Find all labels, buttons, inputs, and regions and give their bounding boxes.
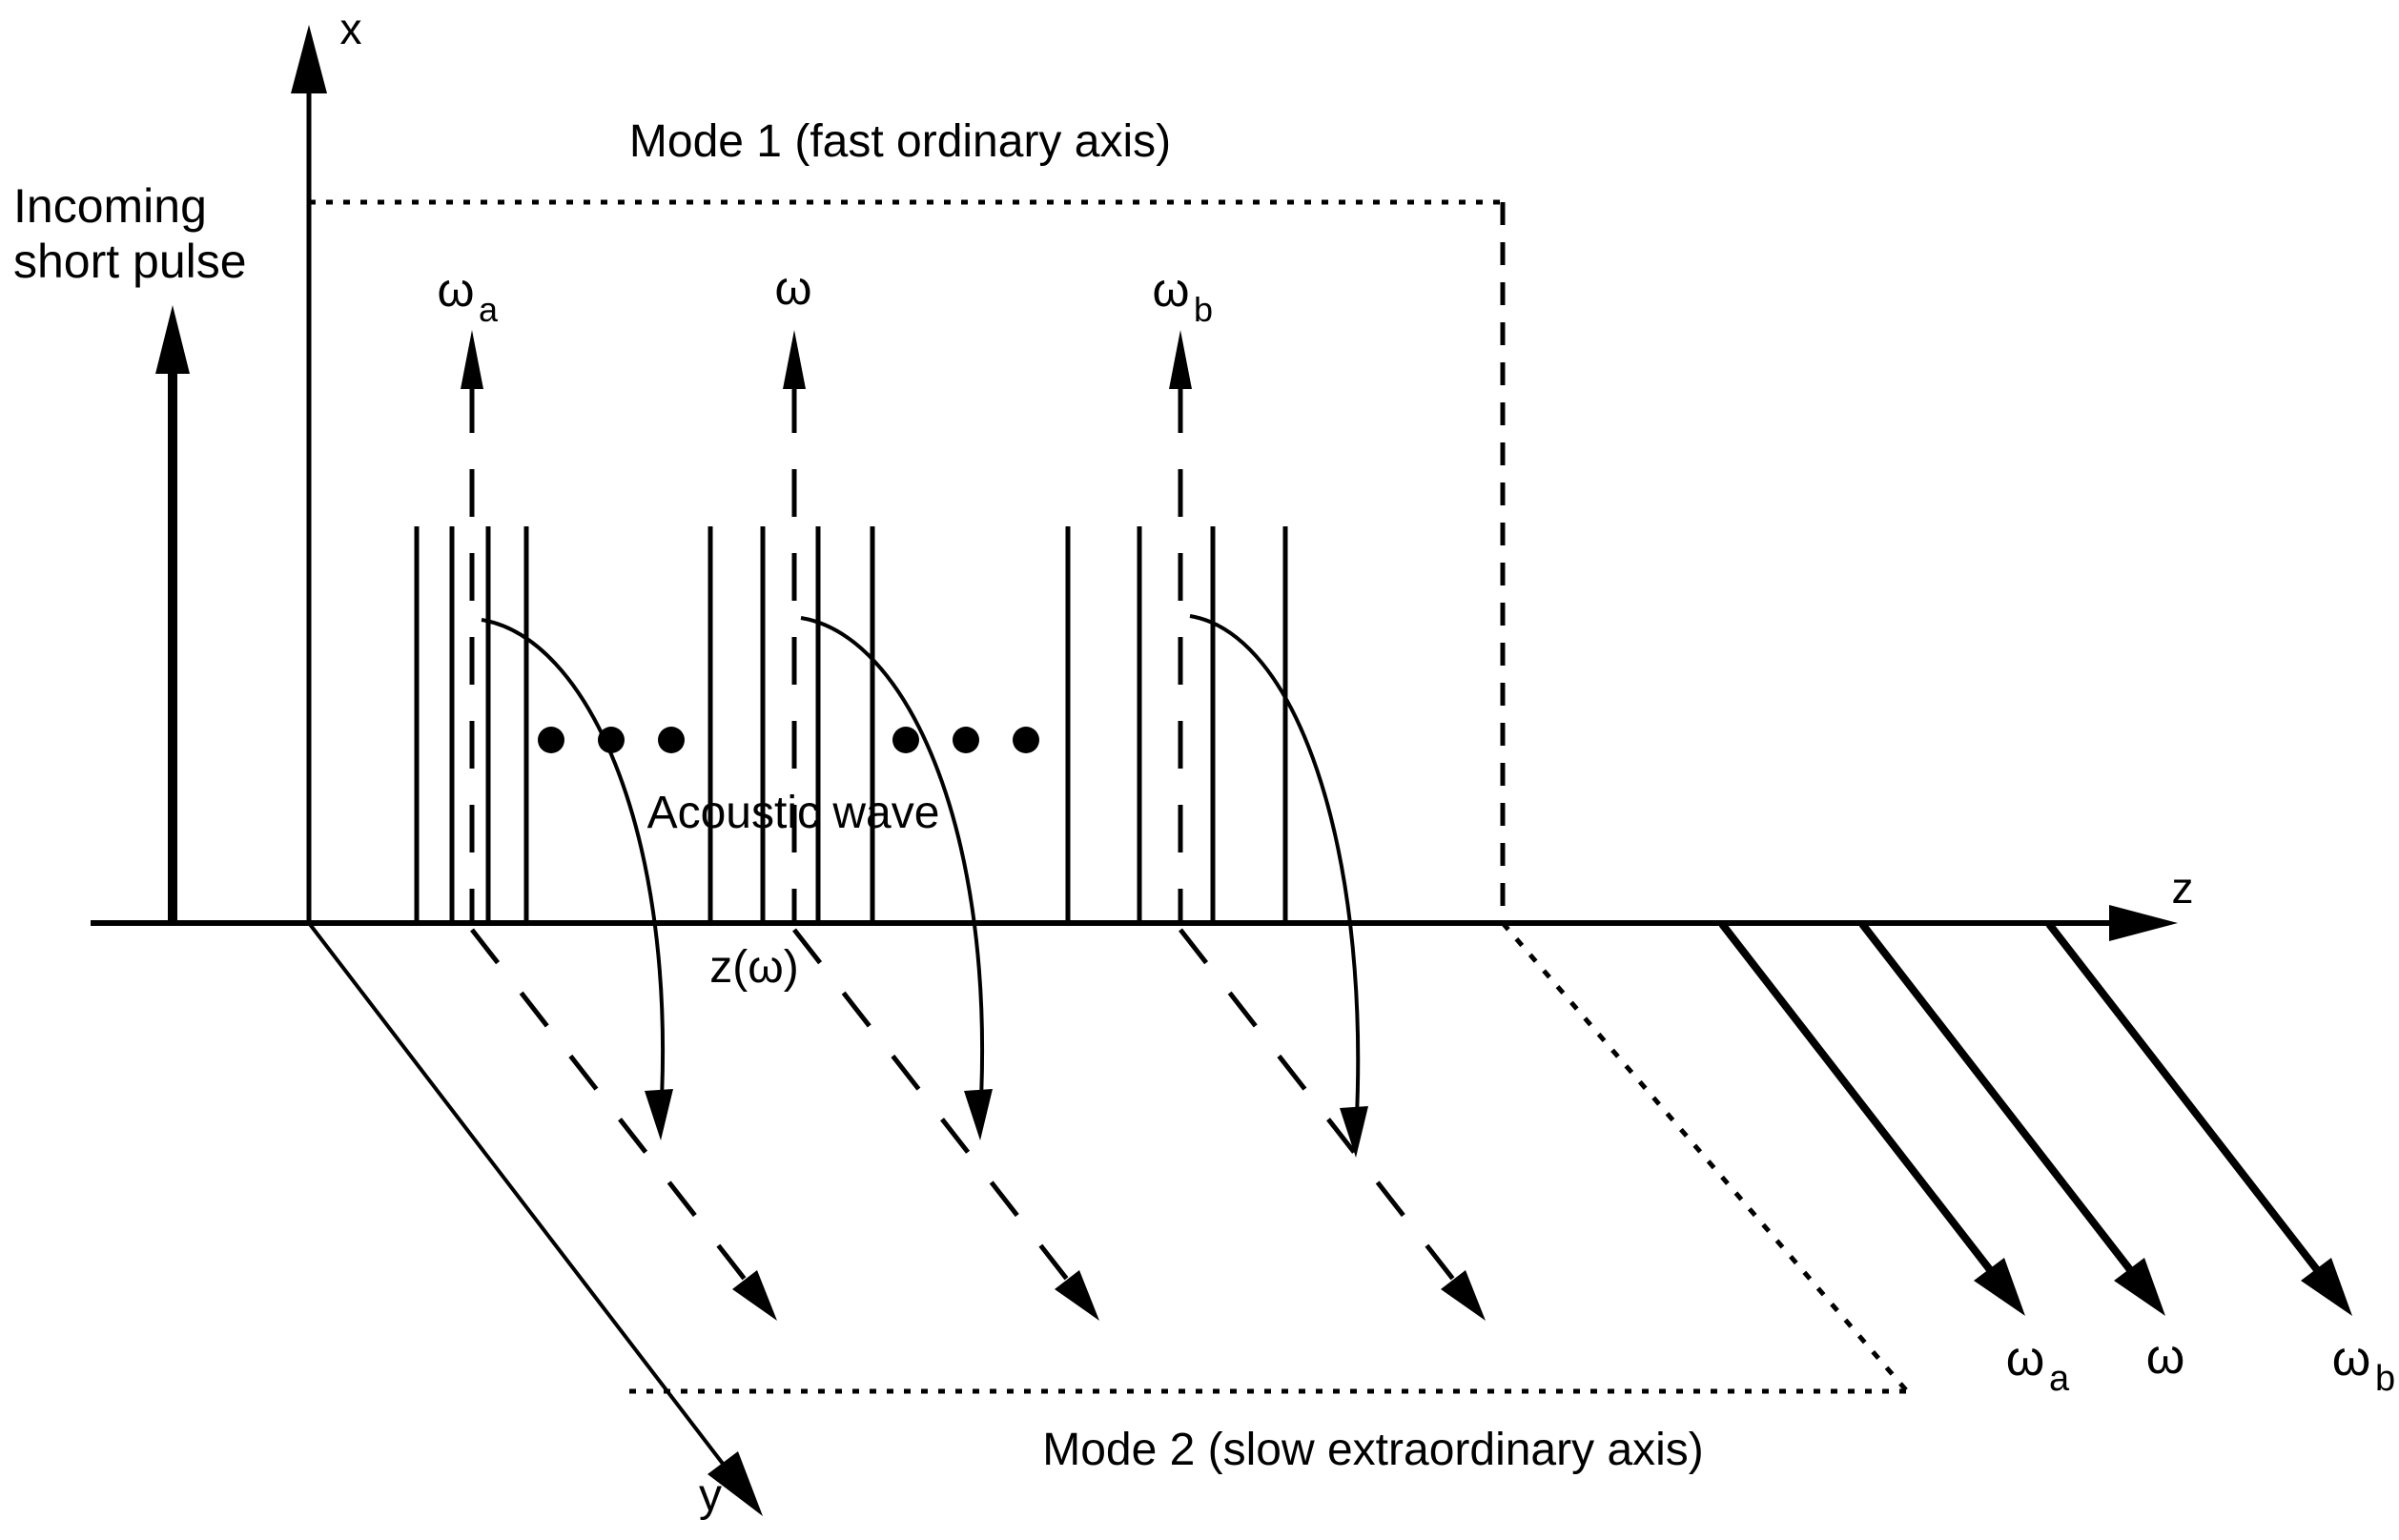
coupling-curve-omega-a — [481, 618, 673, 1140]
diagonal-arrowhead-icon — [732, 1270, 777, 1321]
output-arrow-shaft — [1718, 921, 2001, 1283]
coupling-curve — [481, 618, 665, 1099]
up-arrowhead-icon — [783, 330, 806, 389]
y-axis-line — [307, 921, 734, 1478]
y-axis-label: y — [699, 1470, 722, 1521]
diagonal-arrowhead-icon — [1055, 1270, 1099, 1321]
mode1-component-omega-b: ω b — [1152, 263, 1213, 923]
incoming-pulse-label-line1: Incoming — [13, 179, 207, 233]
mode1-component-omega: ω — [774, 261, 812, 923]
acoustic-grating-cluster-3 — [1065, 526, 1288, 923]
diagonal-arrowhead-icon — [2301, 1258, 2352, 1316]
acoustic-wave-label: Acoustic wave — [647, 788, 940, 838]
z-axis-label: z — [2172, 863, 2194, 913]
output-arrow-omega-a: ω a — [1718, 921, 2070, 1399]
dot-icon — [598, 727, 625, 753]
output-omega-a-subscript: a — [2049, 1359, 2070, 1399]
diagonal-arrowhead-icon — [2114, 1258, 2165, 1316]
ellipsis-dots-left — [538, 727, 685, 753]
omega-b-input-label: ω — [1152, 263, 1189, 317]
dot-icon — [892, 727, 919, 753]
mode2-beam-dashed-line — [792, 928, 1077, 1292]
output-omega-label: ω — [2146, 1329, 2185, 1385]
mode2-beam-omega — [792, 928, 1099, 1321]
output-arrow-shaft — [1858, 921, 2142, 1283]
down-arrowhead-icon — [645, 1089, 673, 1140]
diagonal-arrowhead-icon — [1974, 1258, 2025, 1316]
omega-a-input-label: ω — [437, 263, 474, 317]
dot-icon — [1013, 727, 1039, 753]
coupling-curve — [1189, 614, 1361, 1117]
dot-icon — [658, 727, 685, 753]
coupling-curve-omega-b — [1189, 614, 1368, 1158]
mode1-label: Mode 1 (fast ordinary axis) — [629, 116, 1171, 167]
y-axis: y — [307, 921, 763, 1521]
acoustic-grating-cluster-1 — [414, 526, 529, 923]
incoming-pulse: Incoming short pulse — [13, 179, 247, 923]
ellipsis-dots-right — [892, 727, 1039, 753]
output-omega-b-subscript: b — [2375, 1359, 2395, 1399]
acoustic-grating-cluster-2 — [707, 526, 875, 923]
mode2-beam-dashed-line — [1179, 928, 1464, 1292]
dot-icon — [953, 727, 979, 753]
mode2-region: Mode 2 (slow extraordinary axis) — [629, 921, 1909, 1475]
x-axis: x — [291, 4, 362, 923]
output-arrow-shaft — [2045, 921, 2328, 1283]
mode1-region: Mode 1 (fast ordinary axis) — [309, 116, 1506, 921]
down-arrowhead-icon — [1340, 1106, 1368, 1158]
dot-icon — [538, 727, 564, 753]
y-axis-arrowhead-icon — [707, 1451, 763, 1516]
z-omega-label: z(ω) — [709, 942, 798, 993]
up-arrowhead-icon — [1169, 330, 1192, 389]
output-arrow-omega-b: ω b — [2045, 921, 2395, 1399]
mode2-beam-omega-b — [1179, 928, 1486, 1321]
mode1-component-omega-a: ω a — [437, 263, 499, 923]
incoming-pulse-label-line2: short pulse — [13, 235, 247, 288]
z-axis-arrowhead-icon — [2109, 905, 2178, 941]
coupling-curve — [800, 616, 984, 1099]
x-axis-arrowhead-icon — [291, 25, 327, 93]
mode2-label: Mode 2 (slow extraordinary axis) — [1042, 1425, 1704, 1475]
mode2-boundary-right — [1501, 921, 1909, 1393]
mode2-beam-omega-a — [470, 928, 777, 1321]
z-axis: z — [91, 863, 2194, 941]
omega-a-input-subscript: a — [479, 290, 499, 329]
omega-b-input-subscript: b — [1194, 290, 1213, 329]
down-arrowhead-icon — [964, 1089, 993, 1140]
output-omega-b-label: ω — [2332, 1331, 2371, 1386]
up-arrowhead-icon — [461, 330, 483, 389]
incoming-pulse-arrowhead-icon — [155, 305, 190, 374]
output-omega-a-label: ω — [2006, 1331, 2045, 1386]
omega-input-label: ω — [774, 261, 811, 315]
coupling-curve-omega — [800, 616, 993, 1140]
output-arrow-omega: ω — [1858, 921, 2185, 1385]
x-axis-label: x — [340, 4, 362, 53]
diagonal-arrowhead-icon — [1441, 1270, 1486, 1321]
